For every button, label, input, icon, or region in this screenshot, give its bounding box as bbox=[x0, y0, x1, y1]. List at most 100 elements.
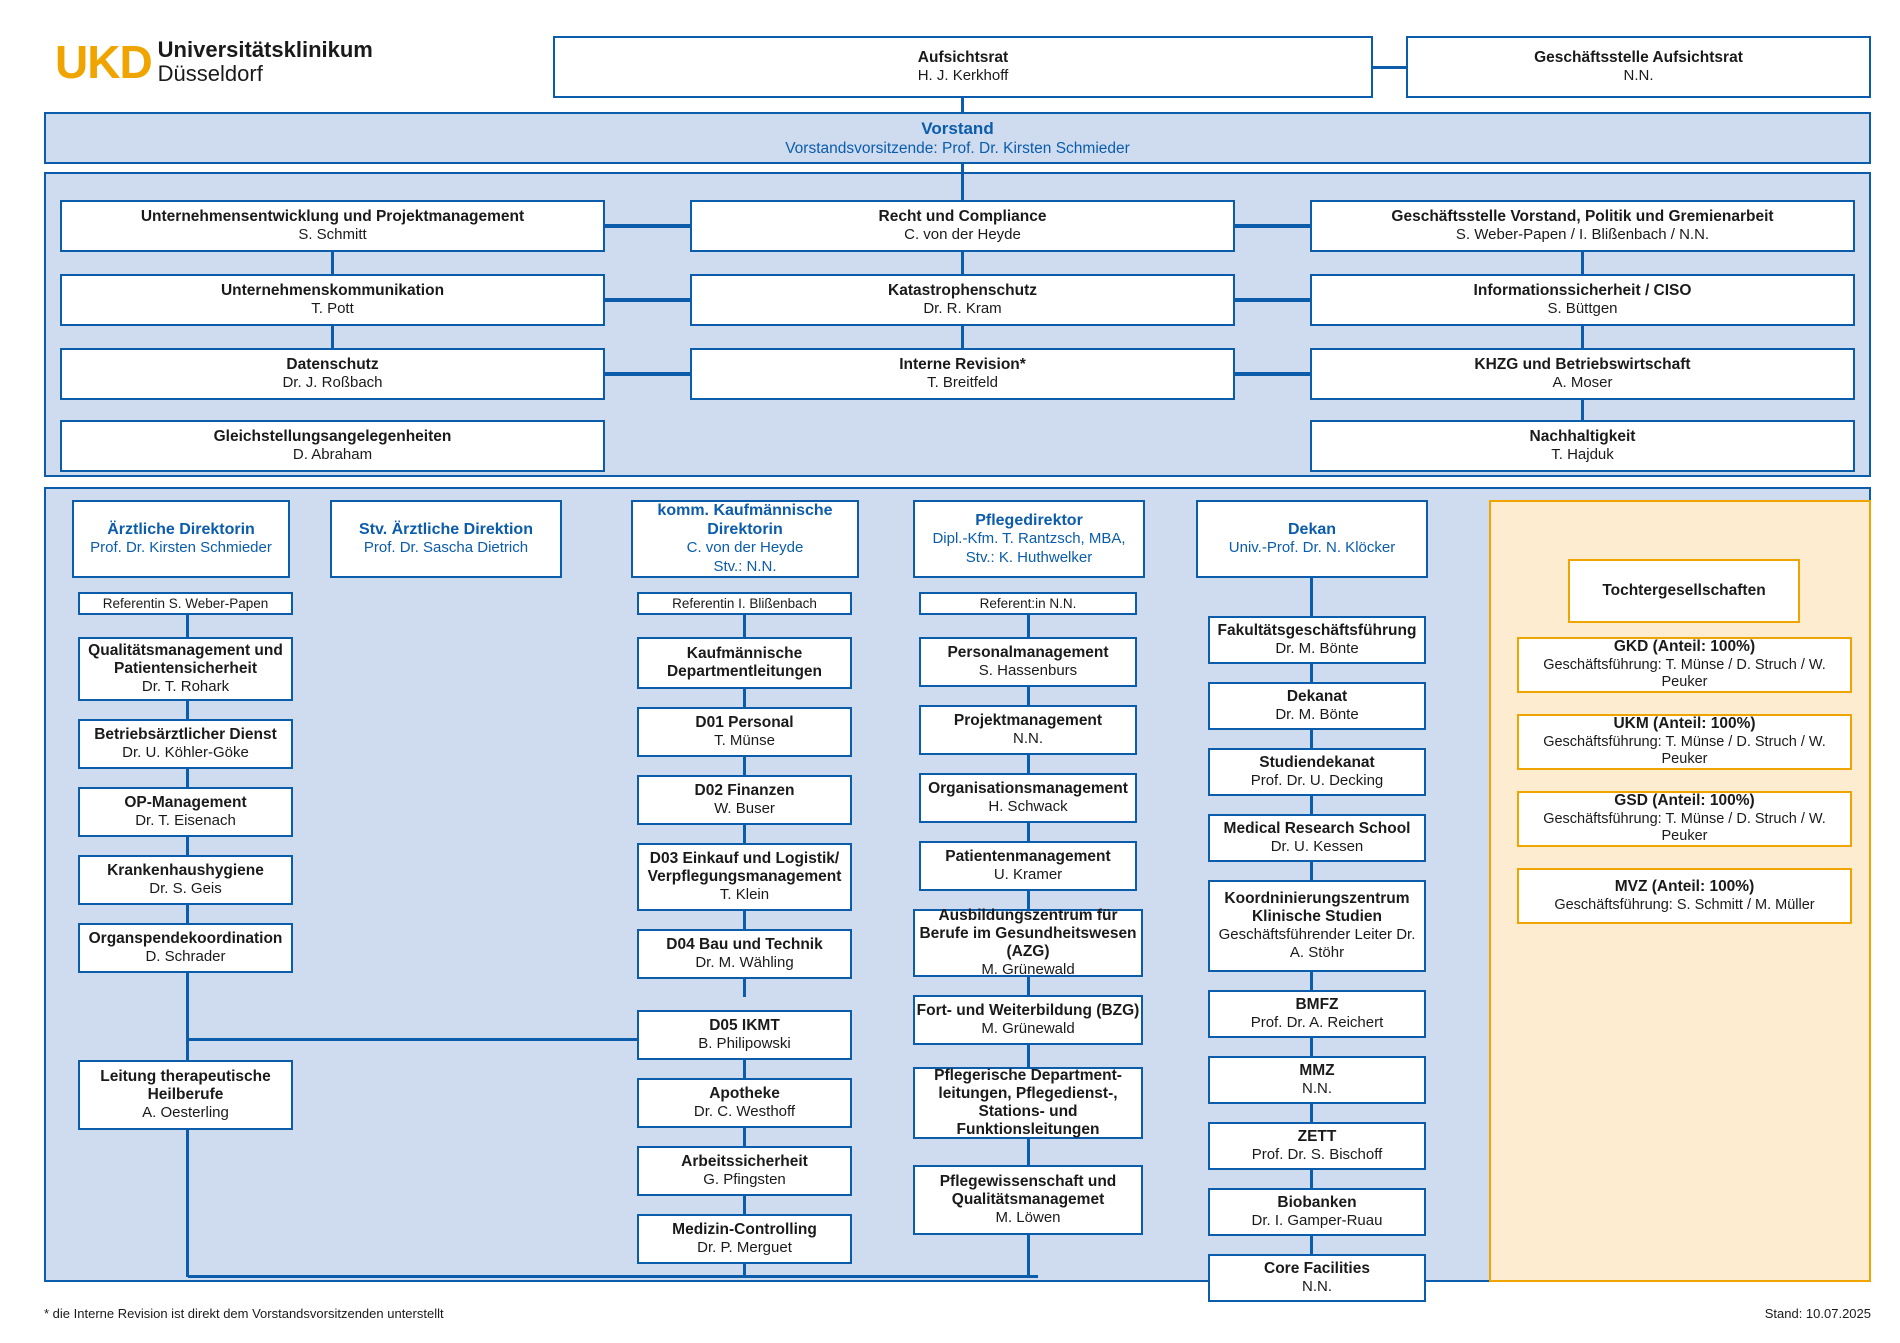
connector-med-4-5 bbox=[186, 973, 189, 1060]
nursing-item-4: Ausbildungszentrum für Berufe im Gesundh… bbox=[913, 907, 1143, 978]
connector-left-0-1 bbox=[331, 252, 334, 274]
connector-comm-3-4 bbox=[743, 911, 746, 929]
connector-left-1-2 bbox=[331, 326, 334, 348]
medical-item-2: OP-Management Dr. T. Eisenach bbox=[78, 787, 293, 837]
commercial-item-5: D05 IKMT B. Philipowski bbox=[637, 1010, 852, 1060]
nursing-item-title-2: Organisationsmanagement bbox=[928, 780, 1128, 798]
connector-comm-0-1 bbox=[743, 689, 746, 707]
commercial-item-title-3: D03 Einkauf und Logistik/ Verpflegungsma… bbox=[647, 850, 842, 885]
connector-dean-3-4 bbox=[1310, 862, 1313, 880]
connector-top-horizontal bbox=[1373, 66, 1406, 69]
medical-director-person: Prof. Dr. Kirsten Schmieder bbox=[90, 539, 272, 557]
connector-dean-8-9 bbox=[1310, 1236, 1313, 1254]
staff-left-box-0: Unternehmensentwicklung und Projektmanag… bbox=[60, 200, 605, 252]
medical-director-title: Ärztliche Direktorin bbox=[107, 521, 255, 539]
dean-item-4: Koordninierungszentrum Klinische Studien… bbox=[1208, 880, 1426, 972]
staff-right-title-1: Informationssicherheit / CISO bbox=[1473, 282, 1692, 300]
staff-left-box-2: Datenschutz Dr. J. Roßbach bbox=[60, 348, 605, 400]
staff-right-box-0: Geschäftsstelle Vorstand, Politik und Gr… bbox=[1310, 200, 1855, 252]
commercial-director-deputy: Stv.: N.N. bbox=[713, 558, 777, 576]
dean-item-title-3: Medical Research School bbox=[1223, 820, 1411, 838]
connector-nurse-7-spine bbox=[1027, 1235, 1030, 1278]
connector-staff-row0-left bbox=[605, 224, 690, 228]
commercial-item-7: Arbeitssicherheit G. Pfingsten bbox=[637, 1146, 852, 1196]
connector-comm-7-8 bbox=[743, 1196, 746, 1214]
nursing-director-referent: Referent:in N.N. bbox=[919, 592, 1137, 615]
supervisory-office-person: N.N. bbox=[1623, 66, 1654, 84]
connector-nurse-0-1 bbox=[1027, 687, 1030, 705]
medical-director-referent: Referentin S. Weber-Papen bbox=[78, 592, 293, 615]
connector-nurse-3-4 bbox=[1027, 891, 1030, 909]
connector-comm-1-2 bbox=[743, 757, 746, 775]
connector-center-1-2 bbox=[961, 326, 964, 348]
commercial-item-title-2: D02 Finanzen bbox=[694, 782, 795, 800]
dean-item-title-9: Core Facilities bbox=[1264, 1260, 1370, 1278]
subsidiary-box-3: MVZ (Anteil: 100%) Geschäftsführung: S. … bbox=[1517, 868, 1852, 924]
dean-item-person-3: Dr. U. Kessen bbox=[1270, 837, 1364, 855]
dean-item-person-2: Prof. Dr. U. Decking bbox=[1250, 771, 1384, 789]
medical-item-3: Krankenhaushygiene Dr. S. Geis bbox=[78, 855, 293, 905]
medical-item-title-2: OP-Management bbox=[124, 794, 247, 812]
medical-item-person-1: Dr. U. Köhler-Göke bbox=[122, 743, 249, 761]
connector-dean-0-1 bbox=[1310, 664, 1313, 682]
staff-right-title-0: Geschäftsstelle Vorstand, Politik und Gr… bbox=[1391, 208, 1774, 226]
dean-item-title-5: BMFZ bbox=[1295, 996, 1339, 1014]
commercial-item-title-4: D04 Bau und Technik bbox=[666, 936, 823, 954]
commercial-item-title-1: D01 Personal bbox=[695, 714, 794, 732]
dean-item-2: Studiendekanat Prof. Dr. U. Decking bbox=[1208, 748, 1426, 796]
logo-line-1: Universitätsklinikum bbox=[157, 37, 373, 62]
staff-left-box-1: Unternehmenskommunikation T. Pott bbox=[60, 274, 605, 326]
footnote-text: * die Interne Revision ist direkt dem Vo… bbox=[44, 1306, 444, 1321]
connector-comm-ref-down bbox=[743, 615, 746, 637]
staff-left-title-1: Unternehmenskommunikation bbox=[220, 282, 445, 300]
connector-staff-row0-right bbox=[1235, 224, 1310, 228]
medical-item-person-0: Dr. T. Rohark bbox=[141, 677, 230, 695]
medical-item-title-5: Leitung therapeutische Heilberufe bbox=[100, 1068, 271, 1103]
supervisory-board-title: Aufsichtsrat bbox=[917, 49, 1009, 67]
dean-item-5: BMFZ Prof. Dr. A. Reichert bbox=[1208, 990, 1426, 1038]
commercial-item-person-7: G. Pfingsten bbox=[703, 1170, 786, 1188]
dean-item-9: Core Facilities N.N. bbox=[1208, 1254, 1426, 1302]
commercial-director-title: komm. Kaufmännische Direktorin bbox=[657, 502, 833, 539]
medical-item-title-1: Betriebsärztlicher Dienst bbox=[94, 726, 277, 744]
staff-left-person-0: S. Schmitt bbox=[298, 225, 367, 243]
staff-center-title-0: Recht und Compliance bbox=[878, 208, 1047, 226]
board-subtitle: Vorstandsvorsitzende: Prof. Dr. Kirsten … bbox=[785, 139, 1130, 157]
commercial-item-title-5: D05 IKMT bbox=[709, 1017, 780, 1035]
connector-right-0-1 bbox=[1581, 252, 1584, 274]
staff-left-title-0: Unternehmensentwicklung und Projektmanag… bbox=[140, 208, 525, 226]
dean-title: Dekan bbox=[1287, 521, 1337, 539]
supervisory-office-title: Geschäftsstelle Aufsichtsrat bbox=[1534, 49, 1743, 67]
medical-item-person-5: A. Oesterling bbox=[142, 1103, 229, 1121]
medical-item-1: Betriebsärztlicher Dienst Dr. U. Köhler-… bbox=[78, 719, 293, 769]
staff-center-title-2: Interne Revision* bbox=[899, 356, 1026, 374]
dean-item-person-9: N.N. bbox=[1302, 1277, 1332, 1295]
dean-item-person-5: Prof. Dr. A. Reichert bbox=[1250, 1013, 1384, 1031]
dean-item-title-4: Koordninierungszentrum Klinische Studien bbox=[1224, 890, 1410, 925]
board-banner: Vorstand Vorstandsvorsitzende: Prof. Dr.… bbox=[44, 112, 1871, 164]
connector-comm-2-3 bbox=[743, 825, 746, 843]
dean-item-person-7: Prof. Dr. S. Bischoff bbox=[1251, 1145, 1383, 1163]
connector-med-to-ikmt bbox=[186, 1038, 641, 1041]
supervisory-board-person: H. J. Kerkhoff bbox=[917, 66, 1009, 84]
nursing-item-1: Projektmanagement N.N. bbox=[919, 705, 1137, 755]
subsidiary-title-3: MVZ (Anteil: 100%) bbox=[1614, 878, 1755, 895]
connector-med-0-1 bbox=[186, 701, 189, 719]
connector-nurse-ref-down bbox=[1027, 615, 1030, 637]
dean-item-person-6: N.N. bbox=[1302, 1079, 1332, 1097]
dean-item-title-1: Dekanat bbox=[1286, 688, 1348, 706]
connector-center-0-1 bbox=[961, 252, 964, 274]
connector-dean-1-2 bbox=[1310, 730, 1313, 748]
subsidiaries-heading-box: Tochtergesellschaften bbox=[1568, 559, 1800, 623]
nursing-item-title-3: Patientenmanagement bbox=[945, 848, 1111, 866]
nursing-item-2: Organisationsmanagement H. Schwack bbox=[919, 773, 1137, 823]
commercial-item-8: Medizin-Controlling Dr. P. Merguet bbox=[637, 1214, 852, 1264]
connector-med-2-3 bbox=[186, 837, 189, 855]
deputy-medical-person: Prof. Dr. Sascha Dietrich bbox=[363, 539, 529, 557]
subsidiary-title-0: GKD (Anteil: 100%) bbox=[1613, 638, 1756, 656]
staff-right-person-1: S. Büttgen bbox=[1547, 299, 1618, 317]
medical-item-person-4: D. Schrader bbox=[145, 947, 226, 965]
staff-center-box-2: Interne Revision* T. Breitfeld bbox=[690, 348, 1235, 400]
supervisory-board-box: Aufsichtsrat H. J. Kerkhoff bbox=[553, 36, 1373, 98]
connector-dean-5-6 bbox=[1310, 1038, 1313, 1056]
